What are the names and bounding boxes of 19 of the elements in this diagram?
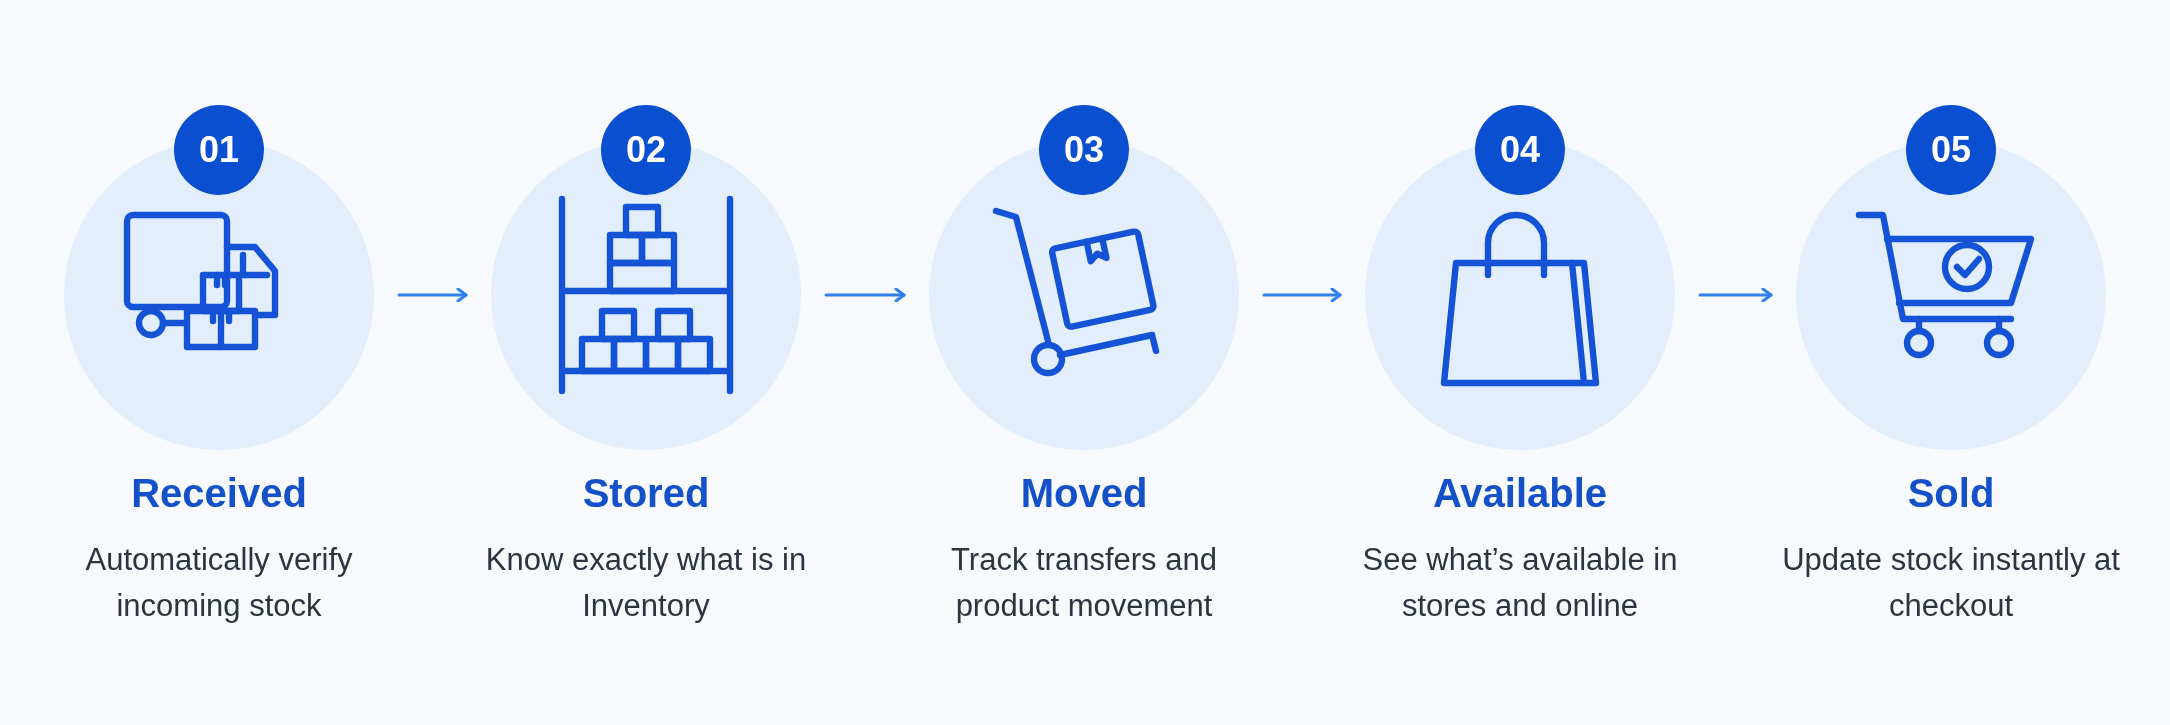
step-title: Received [130, 470, 308, 517]
step-title: Moved [1019, 470, 1149, 517]
step-title: Sold [1906, 470, 1996, 517]
arrow [1698, 287, 1773, 303]
step-description: See what’s available in stores and online [1361, 541, 1679, 625]
step-title: Stored [581, 470, 711, 517]
step-number: 03 [1039, 105, 1129, 195]
step-description: Know exactly what is in Inventory [484, 541, 808, 625]
arrow [1262, 287, 1342, 303]
step-title: Available [1431, 470, 1609, 517]
step-number: 02 [601, 105, 691, 195]
step-number: 05 [1906, 105, 1996, 195]
step-number: 04 [1475, 105, 1565, 195]
step-description: Automatically verify incoming stock [84, 541, 354, 625]
step-description: Update stock instantly at checkout [1781, 541, 2121, 625]
arrow [397, 287, 468, 303]
step-number: 01 [174, 105, 264, 195]
step-description: Track transfers and product movement [950, 541, 1218, 625]
arrow [824, 287, 906, 303]
